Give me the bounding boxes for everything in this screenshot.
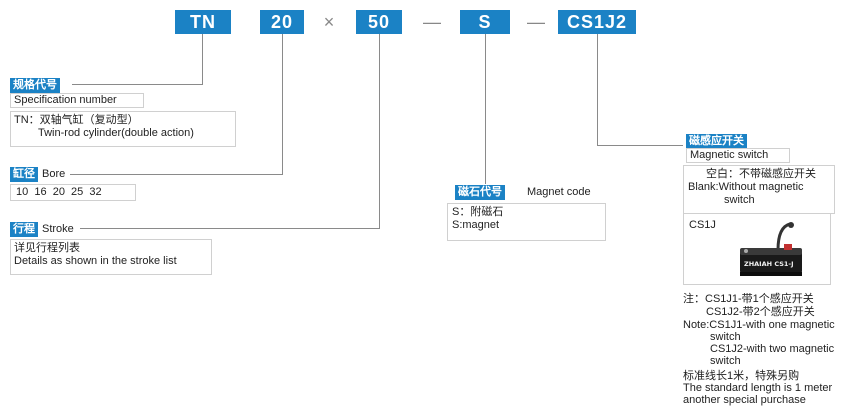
connector-line <box>70 174 283 175</box>
stroke-label: Stroke <box>42 223 74 235</box>
magnet-tag: 磁石代号 <box>455 185 505 200</box>
stroke-tag: 行程 <box>10 222 38 237</box>
code-series: TN <box>175 10 231 34</box>
connector-line <box>597 145 683 146</box>
switch-blank-cn: 空白：不带磁感应开关 <box>706 168 816 180</box>
magnet-desc-en: S:magnet <box>452 219 500 231</box>
code-magnet: S <box>460 10 510 34</box>
bore-tag: 缸径 <box>10 167 38 182</box>
stroke-desc-en: Details as shown in the stroke list <box>14 255 177 267</box>
stroke-desc-box: 详见行程列表 Details as shown in the stroke li… <box>10 239 212 275</box>
magnetic-switch-image: ZHAIAH CS1-J <box>740 222 802 276</box>
connector-line <box>80 228 380 229</box>
code-switch: CS1J2 <box>558 10 636 34</box>
spec-desc-box: TN：双轴气缸（复动型） Twin-rod cylinder(double ac… <box>10 111 236 147</box>
separator-dash: — <box>423 12 441 32</box>
connector-line <box>282 34 283 174</box>
code-bore: 20 <box>260 10 304 34</box>
connector-line <box>202 34 203 84</box>
switch-product-box: CS1J ZHAIAH CS1-J <box>683 213 831 285</box>
bore-label: Bore <box>42 168 66 180</box>
switch-tag: 磁感应开关 <box>686 134 747 149</box>
note-en-1: Note:CS1J1-with one magnetic <box>683 319 835 331</box>
code-stroke: 50 <box>356 10 402 34</box>
magnet-desc-box: S：附磁石 S:magnet <box>447 203 606 241</box>
connector-line <box>597 34 598 145</box>
switch-label: Magnetic switch <box>686 148 790 163</box>
connector-line <box>72 84 203 85</box>
magnet-label: Magnet code <box>527 186 591 198</box>
connector-line <box>485 34 486 184</box>
switch-model-label: CS1J <box>689 219 716 231</box>
separator-times: × <box>323 12 335 32</box>
spec-desc-en: Twin-rod cylinder(double action) <box>38 127 194 139</box>
stroke-desc-cn: 详见行程列表 <box>14 242 80 254</box>
spec-desc-cn: TN：双轴气缸（复动型） <box>14 114 139 126</box>
bore-values: 10 16 20 25 32 <box>10 184 136 201</box>
switch-blank-box: 空白：不带磁感应开关 Blank:Without magnetic switch <box>683 165 835 214</box>
switch-product-text: ZHAIAH CS1-J <box>744 260 794 268</box>
note-en-2: CS1J2-with two magnetic <box>710 343 835 355</box>
separator-dash: — <box>527 12 545 32</box>
switch-blank-en-2: switch <box>724 194 755 206</box>
magnet-desc-cn: S：附磁石 <box>452 206 504 218</box>
note-en-2b: switch <box>710 355 741 367</box>
switch-blank-en: Blank:Without magnetic <box>688 181 804 193</box>
note-cn-1: 注：CS1J1-带1个感应开关 <box>683 293 814 305</box>
note-length-en-1: The standard length is 1 meter <box>683 382 833 394</box>
connector-line <box>379 34 380 228</box>
spec-tag: 规格代号 <box>10 78 60 93</box>
note-cn-2: CS1J2-带2个感应开关 <box>706 306 815 318</box>
note-en-1b: switch <box>710 331 741 343</box>
spec-label: Specification number <box>10 93 144 108</box>
note-length-cn: 标准线长1米，特殊另购 <box>683 370 800 382</box>
note-length-en-2: another special purchase <box>683 394 806 406</box>
